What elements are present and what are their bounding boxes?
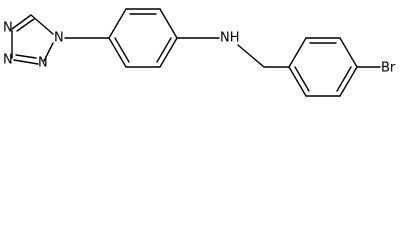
atom-tetrazole-n4: N — [3, 21, 13, 36]
bond-c5-n4-double — [16, 18, 35, 32]
bond-n2-n1 — [43, 42, 54, 62]
ring1-bond-1 — [108, 8, 127, 39]
phenyl-ring-2 — [288, 37, 358, 97]
structure-diagram: N N N N NH Br — [3, 8, 396, 97]
molecule-canvas: N N N N NH Br — [0, 0, 420, 111]
ring1-inner-bond-3 — [114, 37, 130, 63]
ring2-bond-3 — [339, 37, 358, 68]
bond-n3-n2 — [13, 59, 39, 65]
bond-nh-ch2 — [237, 44, 265, 68]
bond-c5-n1 — [30, 14, 54, 35]
ring2-inner-bond-2 — [336, 66, 352, 92]
atom-bromine: Br — [381, 61, 396, 76]
ring1-bond-4 — [159, 37, 178, 68]
atom-amine-nh: NH — [220, 31, 240, 46]
ring1-inner-bond-2 — [156, 37, 172, 63]
ring2-bond-4 — [339, 66, 358, 97]
atom-tetrazole-n1: N — [54, 31, 64, 46]
ring2-bond-1 — [288, 37, 307, 68]
ring1-bond-6 — [108, 37, 127, 68]
phenyl-ring-1 — [108, 8, 178, 68]
ring1-bond-3 — [159, 8, 178, 39]
tetrazole-ring — [11, 14, 54, 65]
atom-tetrazole-n2: N — [38, 56, 48, 71]
atom-tetrazole-n3: N — [3, 53, 13, 68]
bond-c5-n4 — [11, 14, 32, 30]
ring2-bond-6 — [288, 66, 307, 97]
ring2-inner-bond-3 — [294, 66, 310, 92]
bond-n3-n2-double — [15, 54, 37, 59]
